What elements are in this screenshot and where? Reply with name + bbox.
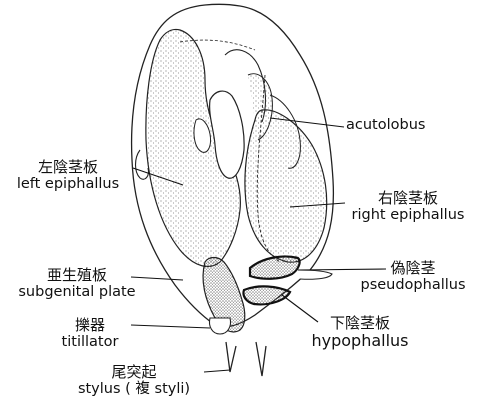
pseudophallus-jp: 偽陰茎 xyxy=(352,260,474,277)
left-epiphallus-en: left epiphallus xyxy=(6,176,130,193)
label-hypophallus: 下陰茎板 hypophallus xyxy=(300,315,420,349)
label-right-epiphallus: 右陰茎板 right epiphallus xyxy=(340,190,476,224)
right-epiphallus-jp: 右陰茎板 xyxy=(340,190,476,207)
label-acutolobus: acutolobus xyxy=(346,117,425,134)
hypophallus-jp: 下陰茎板 xyxy=(300,315,420,332)
subgenital-plate-jp: 亜生殖板 xyxy=(2,267,152,284)
subgenital-plate-en: subgenital plate xyxy=(2,284,152,301)
right-epiphallus-en: right epiphallus xyxy=(340,207,476,224)
label-subgenital-plate: 亜生殖板 subgenital plate xyxy=(2,267,152,301)
titillator-shape xyxy=(209,318,230,334)
titillator-jp: 擽器 xyxy=(52,317,128,334)
hypophallus-en: hypophallus xyxy=(300,332,420,349)
pseudophallus-en: pseudophallus xyxy=(352,277,474,294)
label-titillator: 擽器 titillator xyxy=(52,317,128,351)
pseudophallus-shape xyxy=(250,256,300,278)
label-left-epiphallus: 左陰茎板 left epiphallus xyxy=(6,159,130,193)
left-epiphallus-jp: 左陰茎板 xyxy=(6,159,130,176)
stylus-shape-left xyxy=(226,342,236,372)
stylus-en: stylus ( 複 styli) xyxy=(50,381,218,398)
stylus-jp: 尾突起 xyxy=(50,364,218,381)
label-stylus: 尾突起 stylus ( 複 styli) xyxy=(50,364,218,398)
label-pseudophallus: 偽陰茎 pseudophallus xyxy=(352,260,474,294)
stylus-shape-right xyxy=(256,342,266,376)
titillator-en: titillator xyxy=(52,334,128,351)
